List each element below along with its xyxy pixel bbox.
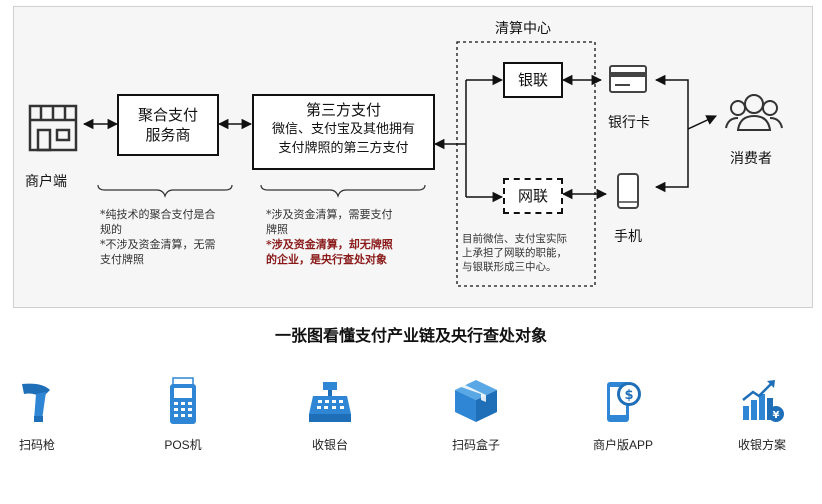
page-caption: 一张图看懂支付产业链及央行查处对象 bbox=[274, 326, 547, 345]
netsunion-label: 网联 bbox=[517, 187, 548, 205]
consumers-icon bbox=[725, 94, 783, 131]
merchant-label: 商户端 bbox=[25, 174, 67, 190]
note-line: 支付牌照 bbox=[100, 253, 144, 266]
cash-register-icon bbox=[309, 382, 351, 422]
aggregator-line1: 聚合支付 bbox=[137, 106, 198, 124]
third-party-box: 第三方支付 微信、支付宝及其他拥有 支付牌照的第三方支付 bbox=[252, 94, 435, 170]
clearing-note: 目前微信、支付宝实际 上承担了网联的职能， 与银联形成三中心。 bbox=[462, 232, 594, 274]
bank-card-icon bbox=[609, 65, 647, 93]
note-line: *涉及资金清算，需要支付 bbox=[266, 208, 393, 221]
note-line: 牌照 bbox=[266, 223, 288, 236]
third-party-line2: 支付牌照的第三方支付 bbox=[278, 141, 409, 156]
note-line: *不涉及资金清算，无需 bbox=[100, 238, 216, 251]
tool-label: POS机 bbox=[164, 438, 202, 452]
third-party-line1: 微信、支付宝及其他拥有 bbox=[271, 122, 415, 137]
tool-merchant-app[interactable]: $ 商户版APP bbox=[568, 376, 678, 453]
tool-pos-terminal[interactable]: POS机 bbox=[128, 376, 238, 453]
consumer-label: 消费者 bbox=[730, 151, 772, 167]
note-line-red: 的企业，是央行查处对象 bbox=[266, 253, 387, 266]
svg-text:¥: ¥ bbox=[773, 410, 780, 421]
phone-label: 手机 bbox=[614, 229, 642, 245]
aggregator-line2: 服务商 bbox=[145, 126, 191, 144]
note-line: 上承担了网联的职能， bbox=[462, 247, 567, 259]
store-icon bbox=[28, 104, 78, 152]
third-party-notes: *涉及资金清算，需要支付 牌照 *涉及资金清算，却无牌照 的企业，是央行查处对象 bbox=[266, 207, 441, 267]
scan-box-icon bbox=[455, 380, 497, 422]
aggregator-notes: *纯技术的聚合支付是合 规的 *不涉及资金清算，无需 支付牌照 bbox=[100, 207, 260, 267]
tool-cashier-solution[interactable]: ¥ 收银方案 bbox=[707, 376, 817, 453]
arrow-consumer-bankcard bbox=[654, 74, 689, 100]
clearing-center-title: 清算中心 bbox=[495, 21, 551, 37]
note-line: *纯技术的聚合支付是合 bbox=[100, 208, 216, 221]
tool-label: 收银方案 bbox=[737, 438, 786, 452]
tool-cash-register[interactable]: 收银台 bbox=[275, 376, 385, 453]
tool-label: 商户版APP bbox=[592, 438, 653, 452]
note-line: 与银联形成三中心。 bbox=[462, 261, 557, 273]
thirdparty-brace bbox=[260, 184, 426, 198]
pos-terminal-icon bbox=[170, 377, 196, 424]
arrow-consumer-phone bbox=[654, 160, 689, 193]
tool-barcode-scanner[interactable]: 扫码枪 bbox=[0, 376, 92, 453]
third-party-title: 第三方支付 bbox=[305, 101, 381, 119]
note-line-red: *涉及资金清算，却无牌照 bbox=[266, 238, 393, 251]
aggregator-box: 聚合支付 服务商 bbox=[117, 94, 219, 156]
svg-text:$: $ bbox=[624, 388, 633, 403]
note-line: 目前微信、支付宝实际 bbox=[462, 233, 567, 245]
clearing-center-frame bbox=[456, 41, 596, 287]
phone-icon bbox=[617, 173, 639, 209]
diagram-connectors bbox=[28, 41, 783, 287]
barcode-scanner-icon bbox=[22, 383, 50, 422]
unionpay-box: 银联 bbox=[503, 62, 563, 98]
aggregator-brace bbox=[97, 184, 233, 198]
tool-label: 扫码盒子 bbox=[451, 438, 500, 452]
tool-label: 扫码枪 bbox=[18, 438, 55, 452]
tool-label: 收银台 bbox=[311, 438, 348, 452]
merchant-app-icon: $ bbox=[607, 382, 641, 422]
bank-card-label: 银行卡 bbox=[608, 115, 650, 131]
cashier-solution-icon: ¥ bbox=[742, 380, 784, 422]
tool-scan-box[interactable]: 扫码盒子 bbox=[421, 376, 531, 453]
unionpay-label: 银联 bbox=[517, 71, 548, 89]
note-line: 规的 bbox=[100, 223, 122, 236]
netsunion-box: 网联 bbox=[503, 178, 563, 214]
